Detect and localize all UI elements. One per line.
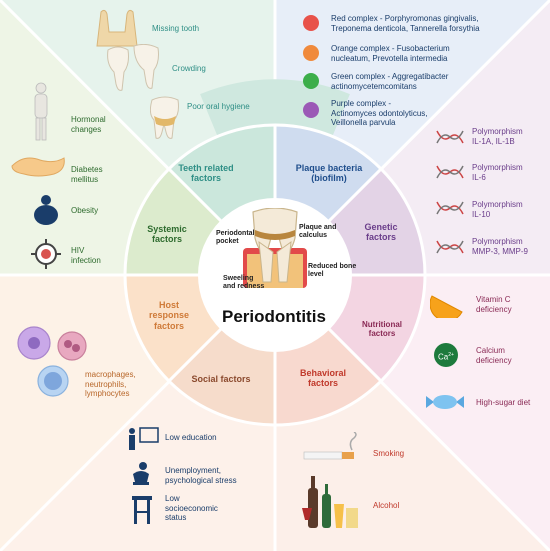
genetic-item-il1: Polymorphism IL-1A, IL-1B bbox=[472, 127, 523, 146]
plaque-item-red: Red complex - Porphyromonas gingivalis, … bbox=[331, 14, 480, 33]
host-item-cells: macrophages, neutrophils, lymphocytes bbox=[85, 370, 136, 399]
virus-icon bbox=[31, 239, 61, 269]
dna-helix-icon bbox=[436, 130, 464, 144]
plaque-tooth-icon bbox=[150, 96, 179, 139]
nutritional-item-calcium: Calcium deficiency bbox=[476, 346, 512, 365]
pancreas-icon bbox=[11, 157, 65, 177]
calcium-icon: Ca2+ bbox=[434, 343, 458, 367]
body-icon bbox=[34, 82, 48, 141]
crowding-teeth-icon bbox=[107, 44, 159, 91]
stool-icon bbox=[132, 496, 152, 524]
plaque-item-green: Green complex - Aggregatibacter actinomy… bbox=[331, 72, 449, 91]
category-social: Social factors bbox=[191, 374, 251, 384]
category-nutritional: Nutritional factors bbox=[362, 320, 402, 339]
label-plaque-calculus: Plaque and calculus bbox=[299, 224, 337, 240]
stressed-person-icon bbox=[133, 462, 149, 485]
dna-helix-icon bbox=[436, 165, 464, 179]
social-item-education: Low education bbox=[165, 433, 217, 442]
genetic-item-mmp: Polymorphism MMP-3, MMP-9 bbox=[472, 237, 528, 256]
teeth-item-hygiene: Poor oral hygiene bbox=[187, 102, 250, 111]
label-periodontal-pocket: Periodontal pocket bbox=[216, 230, 255, 246]
behavioral-item-smoking: Smoking bbox=[373, 449, 405, 458]
category-host: Host response factors bbox=[148, 300, 190, 331]
nutritional-item-sugar: High-sugar diet bbox=[476, 398, 531, 407]
social-item-socioeconomic: Low socioeconomic status bbox=[165, 494, 218, 523]
obesity-icon bbox=[34, 195, 58, 225]
neutrophil-icon bbox=[57, 331, 87, 361]
systemic-item-obesity: Obesity bbox=[71, 206, 99, 215]
dna-helix-icon bbox=[436, 201, 464, 215]
plaque-item-purple: Purple complex - Actinomyces odontolytic… bbox=[331, 99, 428, 128]
category-plaque: Plaque bacteria (biofilm) bbox=[295, 163, 363, 184]
label-swelling-redness: Sweeling and redness bbox=[223, 275, 265, 291]
teeth-item-missing: Missing tooth bbox=[152, 24, 200, 33]
plaque-item-orange: Orange complex - Fusobacterium nucleatum… bbox=[331, 44, 450, 63]
orange-slice-icon bbox=[430, 295, 463, 318]
teeth-item-crowding: Crowding bbox=[172, 64, 206, 73]
alcohol-bottles-icon bbox=[302, 476, 358, 528]
systemic-item-hiv: HIV infection bbox=[71, 246, 101, 265]
behavioral-item-alcohol: Alcohol bbox=[373, 501, 400, 510]
cigarette-icon bbox=[303, 432, 357, 460]
social-item-unemployment: Unemployment, psychological stress bbox=[165, 466, 237, 485]
periodontitis-tooth-icon bbox=[243, 208, 307, 288]
green-complex-dot bbox=[303, 73, 319, 89]
label-reduced-bone: Reduced bone level bbox=[308, 263, 357, 279]
systemic-item-diabetes: Diabetes mellitus bbox=[71, 165, 103, 184]
genetic-item-il10: Polymorphism IL-10 bbox=[472, 200, 523, 219]
nutritional-item-vitc: Vitamin C deficiency bbox=[476, 295, 512, 314]
red-complex-dot bbox=[303, 15, 319, 31]
genetic-item-il6: Polymorphism IL-6 bbox=[472, 163, 523, 182]
category-genetic: Genetic factors bbox=[364, 222, 398, 243]
orange-complex-dot bbox=[303, 45, 319, 61]
lymphocyte-icon bbox=[37, 365, 69, 397]
teacher-icon bbox=[129, 427, 159, 450]
missing-tooth-icon bbox=[96, 9, 138, 47]
systemic-item-hormonal: Hormonal changes bbox=[71, 115, 106, 134]
purple-complex-dot bbox=[303, 102, 319, 118]
center-title: Periodontitis bbox=[222, 307, 326, 326]
category-behavioral: Behavioral factors bbox=[299, 368, 347, 389]
macrophage-icon bbox=[17, 326, 51, 360]
candy-icon bbox=[426, 395, 464, 409]
category-teeth: Teeth related factors bbox=[178, 163, 234, 184]
dna-helix-icon bbox=[436, 240, 464, 254]
category-systemic: Systemic factors bbox=[147, 224, 187, 245]
